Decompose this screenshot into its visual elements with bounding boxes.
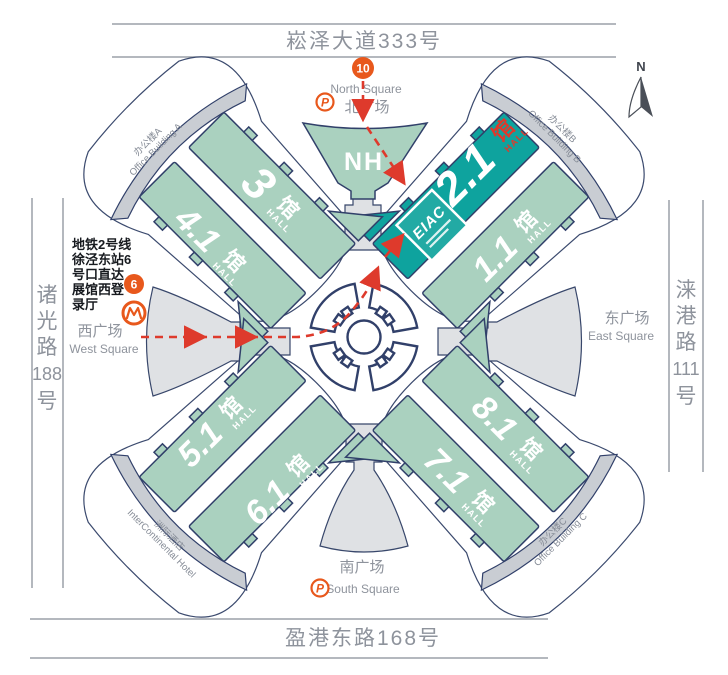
svg-text:港: 港 [676, 305, 697, 328]
svg-text:West Square: West Square [69, 342, 138, 356]
metro-exit-6-marker: 6 [124, 274, 144, 294]
svg-text:路: 路 [37, 336, 58, 359]
compass-north-icon: N [628, 59, 653, 119]
north-square-label: North Square 北广场 [330, 82, 402, 116]
svg-text:东广场: 东广场 [604, 310, 649, 327]
hall-nh-label: NH [344, 148, 384, 176]
svg-text:徐泾东站6: 徐泾东站6 [71, 252, 131, 267]
road-west-label: 诸 [37, 284, 58, 307]
gate-10-marker: 10 [352, 57, 374, 79]
road-south-label: 盈港东路168号 [285, 627, 441, 650]
leaf-northwest [109, 82, 385, 358]
hall-8-1-shape [422, 345, 589, 513]
svg-text:188: 188 [32, 364, 62, 384]
west-square-plaza [145, 286, 291, 397]
svg-text:光: 光 [37, 310, 58, 333]
svg-text:South Square: South Square [326, 582, 400, 596]
road-east: 涞 港 路 111 号 [668, 200, 704, 472]
office-building-a-shape [109, 82, 248, 221]
svg-text:10: 10 [356, 62, 370, 76]
hall-5-1-shape [139, 345, 306, 513]
hall-nh-shape [301, 121, 429, 200]
svg-text:6: 6 [131, 278, 138, 292]
svg-text:地铁2号线: 地铁2号线 [72, 237, 131, 252]
metro-access-note: 地铁2号线 徐泾东站6 号口直达 展馆西登 录厅 [71, 237, 131, 312]
svg-text:North Square: North Square [330, 82, 402, 96]
road-north-label: 崧泽大道333号 [286, 30, 442, 53]
svg-text:展馆西登: 展馆西登 [72, 282, 125, 297]
metro-logo-icon [121, 300, 147, 326]
svg-text:西广场: 西广场 [77, 323, 122, 340]
svg-text:P: P [316, 582, 325, 596]
road-west: 诸 光 路 188 号 [31, 198, 64, 588]
road-north: 崧泽大道333号 [112, 23, 616, 58]
parking-icon-north: P [315, 92, 335, 112]
svg-text:北广场: 北广场 [344, 99, 389, 116]
office-building-b-shape [480, 82, 619, 221]
leaf-southeast [343, 316, 619, 592]
hall-4-1-shape [139, 161, 306, 329]
hall-7-1-shape [372, 395, 540, 562]
eiac-logo: EIAC [394, 188, 470, 263]
office-building-c-shape [480, 453, 619, 592]
route-dashed-arrows [141, 81, 406, 349]
road-east-label: 涞 [676, 279, 697, 302]
central-roundabout [309, 282, 419, 392]
svg-text:111: 111 [672, 359, 699, 379]
east-square-plaza [437, 286, 583, 397]
east-square-label: 东广场 East Square [588, 310, 654, 343]
hall-6-1-shape [188, 395, 356, 562]
south-square-label: 南广场 South Square [326, 559, 400, 596]
west-square-label: 西广场 West Square [69, 323, 138, 356]
svg-text:号口直达: 号口直达 [72, 267, 124, 282]
south-square-plaza [319, 423, 409, 553]
building-outlines [83, 56, 645, 618]
svg-text:南广场: 南广场 [339, 559, 384, 576]
hall-3-shape [188, 112, 356, 279]
road-south: 盈港东路168号 [30, 618, 548, 659]
svg-text:号: 号 [676, 385, 697, 408]
svg-text:录厅: 录厅 [72, 297, 98, 312]
hall-1-1-shape [422, 161, 589, 329]
svg-text:N: N [636, 59, 645, 74]
svg-text:号: 号 [37, 390, 58, 413]
svg-text:East Square: East Square [588, 329, 654, 343]
svg-text:P: P [321, 96, 330, 110]
intercontinental-hotel-shape [109, 453, 248, 592]
parking-icon-south: P [310, 578, 330, 598]
svg-text:路: 路 [676, 331, 697, 354]
